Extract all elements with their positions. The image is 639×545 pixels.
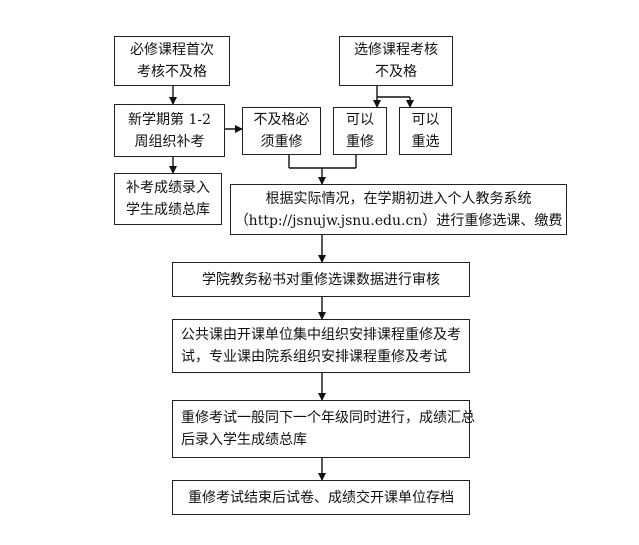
box-line: 重选 — [411, 134, 440, 150]
must-retake-box: 不及格必须重修 — [242, 107, 321, 155]
box-line: 可以 — [411, 112, 440, 128]
box-line: 学院教务秘书对重修选课数据进行审核 — [202, 271, 440, 288]
box-line: 可以 — [346, 112, 374, 128]
box-line: （http://jsnujw.jsnu.edu.cn）进行重修选课、缴费 — [234, 212, 563, 229]
box-line: 后录入学生成绩总库 — [181, 432, 307, 448]
can-reselect-box: 可以重选 — [399, 107, 452, 155]
box-line: 周组织补考 — [134, 133, 205, 150]
makeup-score-entry-box: 补考成绩录入学生成绩总库 — [114, 173, 222, 225]
system-register-box: 根据实际情况，在学期初进入个人教务系统 （http://jsnujw.jsnu.e… — [230, 184, 567, 235]
box-line: 新学期第 1-2 — [128, 111, 211, 128]
box-line: 选修课程考核 — [354, 42, 438, 58]
box-line: 重修考试一般同下一个年级同时进行，成绩汇总 — [181, 410, 475, 426]
box-line: 重修考试结束后试卷、成绩交开课单位存档 — [188, 489, 454, 506]
box-line: 根据实际情况，在学期初进入个人教务系统 — [265, 190, 532, 207]
archive-box: 重修考试结束后试卷、成绩交开课单位存档 — [172, 480, 470, 515]
can-retake-box: 可以重修 — [333, 107, 387, 155]
makeup-exam-box: 新学期第 1-2 周组织补考 — [114, 104, 225, 157]
box-line: 不及格 — [375, 64, 417, 80]
box-line: 公共课由开课单位集中组织安排课程重修及考 — [181, 327, 461, 343]
box-line: 试，专业课由院系组织安排课程重修及考试 — [181, 349, 447, 365]
required-course-fail-box: 必修课程首次考核不及格 — [114, 36, 230, 86]
retake-exam-box: 重修考试一般同下一个年级同时进行，成绩汇总后录入学生成绩总库 — [172, 400, 475, 458]
elective-course-fail-box: 选修课程考核不及格 — [339, 36, 453, 86]
secretary-review-box: 学院教务秘书对重修选课数据进行审核 — [172, 262, 470, 297]
box-line: 必修课程首次 — [130, 42, 214, 58]
box-line: 学生成绩总库 — [126, 202, 210, 218]
box-line: 须重修 — [260, 134, 303, 150]
box-line: 不及格必 — [253, 112, 310, 128]
box-line: 补考成绩录入 — [126, 180, 210, 196]
box-line: 考核不及格 — [137, 64, 207, 80]
arrange-courses-box: 公共课由开课单位集中组织安排课程重修及考试，专业课由院系组织安排课程重修及考试 — [172, 319, 470, 373]
box-line: 重修 — [346, 134, 374, 150]
